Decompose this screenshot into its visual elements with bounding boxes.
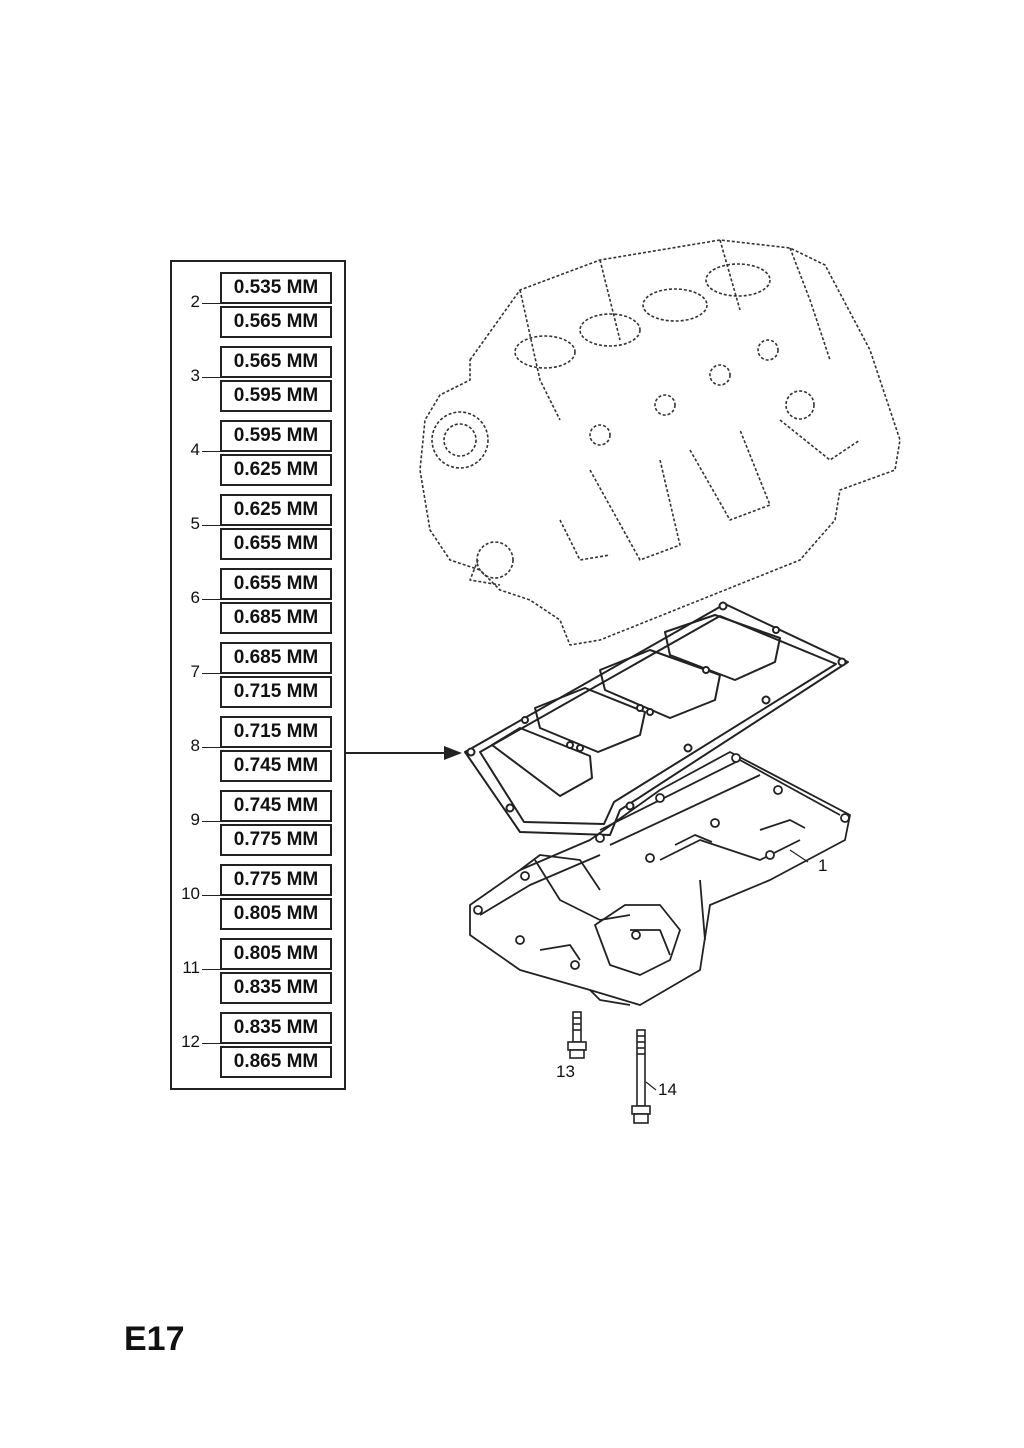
thickness-value-upper: 0.745 MM	[220, 790, 332, 822]
thickness-value-lower: 0.565 MM	[220, 306, 332, 338]
row-leader-line	[202, 747, 220, 748]
callout-oil-pan: 1	[818, 856, 828, 875]
thickness-value-upper: 0.595 MM	[220, 420, 332, 452]
thickness-row: 11 0.805 MM 0.835 MM	[172, 934, 344, 1004]
thickness-row: 3 0.565 MM 0.595 MM	[172, 342, 344, 412]
thickness-value-upper: 0.805 MM	[220, 938, 332, 970]
thickness-row: 7 0.685 MM 0.715 MM	[172, 638, 344, 708]
row-leader-line	[202, 1043, 220, 1044]
long-bolt-illustration	[631, 1029, 651, 1124]
row-ref-number: 2	[190, 292, 200, 311]
row-ref-number: 7	[190, 662, 200, 681]
thickness-value-lower: 0.805 MM	[220, 898, 332, 930]
thickness-value-upper: 0.625 MM	[220, 494, 332, 526]
row-leader-line	[202, 821, 220, 822]
thickness-value-lower: 0.775 MM	[220, 824, 332, 856]
thickness-row: 4 0.595 MM 0.625 MM	[172, 416, 344, 486]
row-ref-number: 9	[190, 810, 200, 829]
oil-pan-illustration	[469, 751, 851, 1006]
engine-block-illustration	[419, 239, 901, 646]
row-leader-line	[202, 673, 220, 674]
row-ref-number: 4	[190, 440, 200, 459]
thickness-row: 8 0.715 MM 0.745 MM	[172, 712, 344, 782]
thickness-row: 6 0.655 MM 0.685 MM	[172, 564, 344, 634]
row-ref-number: 3	[190, 366, 200, 385]
thickness-value-lower: 0.685 MM	[220, 602, 332, 634]
row-leader-line	[202, 377, 220, 378]
thickness-value-lower: 0.715 MM	[220, 676, 332, 708]
thickness-value-upper: 0.715 MM	[220, 716, 332, 748]
thickness-value-upper: 0.565 MM	[220, 346, 332, 378]
shim-thickness-table: 2 0.535 MM 0.565 MM 3 0.565 MM 0.595 MM …	[170, 260, 346, 1090]
callout-14-leader	[645, 1081, 657, 1091]
row-leader-line	[202, 451, 220, 452]
oil-pan-gasket-illustration	[464, 601, 849, 836]
thickness-value-lower: 0.625 MM	[220, 454, 332, 486]
callout-1-leader	[789, 849, 809, 863]
gasket-pointer-arrow	[346, 746, 462, 760]
thickness-value-lower: 0.835 MM	[220, 972, 332, 1004]
row-ref-number: 5	[190, 514, 200, 533]
row-ref-number: 8	[190, 736, 200, 755]
thickness-value-lower: 0.655 MM	[220, 528, 332, 560]
thickness-row: 2 0.535 MM 0.565 MM	[172, 268, 344, 338]
thickness-value-lower: 0.865 MM	[220, 1046, 332, 1078]
callout-long-bolt: 14	[658, 1080, 677, 1099]
row-leader-line	[202, 303, 220, 304]
thickness-value-upper: 0.835 MM	[220, 1012, 332, 1044]
row-ref-number: 10	[181, 884, 200, 903]
thickness-value-upper: 0.535 MM	[220, 272, 332, 304]
row-leader-line	[202, 599, 220, 600]
row-ref-number: 12	[181, 1032, 200, 1051]
thickness-row: 9 0.745 MM 0.775 MM	[172, 786, 344, 856]
thickness-value-upper: 0.655 MM	[220, 568, 332, 600]
page-code: E17	[124, 1320, 185, 1358]
thickness-value-lower: 0.595 MM	[220, 380, 332, 412]
thickness-row: 10 0.775 MM 0.805 MM	[172, 860, 344, 930]
thickness-value-lower: 0.745 MM	[220, 750, 332, 782]
row-ref-number: 6	[190, 588, 200, 607]
thickness-row: 12 0.835 MM 0.865 MM	[172, 1008, 344, 1078]
short-bolt-illustration	[567, 1011, 587, 1059]
row-ref-number: 11	[182, 958, 200, 977]
callout-short-bolt: 13	[556, 1062, 575, 1081]
row-leader-line	[202, 525, 220, 526]
thickness-value-upper: 0.685 MM	[220, 642, 332, 674]
row-leader-line	[202, 895, 220, 896]
thickness-value-upper: 0.775 MM	[220, 864, 332, 896]
thickness-row: 5 0.625 MM 0.655 MM	[172, 490, 344, 560]
row-leader-line	[202, 969, 220, 970]
